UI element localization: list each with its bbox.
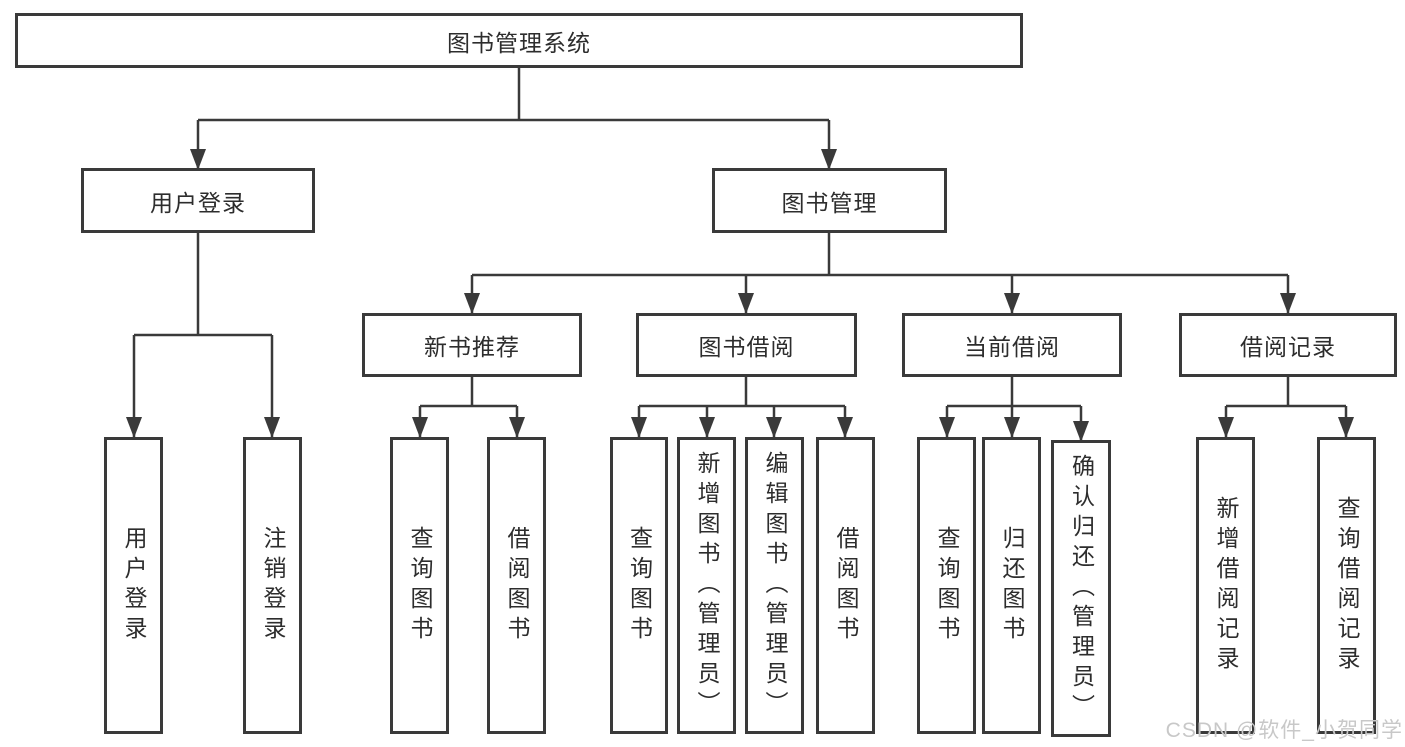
arrowhead-icon <box>1218 417 1234 438</box>
node-leaf-return-book-label: 归还图书 <box>999 525 1025 646</box>
node-leaf-borrow-books-recommend: 借阅图书 <box>487 437 546 734</box>
node-book-borrow-label: 图书借阅 <box>698 334 795 360</box>
arrowhead-icon <box>766 417 782 438</box>
node-leaf-borrow-books-label: 借阅图书 <box>833 525 859 646</box>
node-leaf-user-login-label: 用户登录 <box>121 525 147 646</box>
node-leaf-add-borrow-record: 新增借阅记录 <box>1196 437 1255 734</box>
node-leaf-query-borrow-record-label: 查询借阅记录 <box>1334 495 1360 676</box>
node-leaf-logout-label: 注销登录 <box>260 525 286 646</box>
node-leaf-query-books-recommend: 查询图书 <box>390 437 449 734</box>
node-leaf-add-book-admin: 新增图书（管理员） <box>677 437 736 734</box>
node-leaf-borrow-books-recommend-label: 借阅图书 <box>504 525 530 646</box>
node-current-borrow-label: 当前借阅 <box>964 334 1060 360</box>
node-leaf-query-books-recommend-label: 查询图书 <box>407 525 433 646</box>
node-leaf-add-borrow-record-label: 新增借阅记录 <box>1213 495 1239 676</box>
node-root-label: 图书管理系统 <box>447 29 591 56</box>
node-borrow-records-label: 借阅记录 <box>1240 334 1336 360</box>
node-root: 图书管理系统 <box>15 13 1023 68</box>
node-new-book-recommend-label: 新书推荐 <box>424 334 520 360</box>
arrowhead-icon <box>464 293 480 314</box>
arrowhead-icon <box>738 293 754 314</box>
arrowhead-icon <box>1004 293 1020 314</box>
node-leaf-add-book-admin-label: 新增图书（管理员） <box>694 450 720 721</box>
arrowhead-icon <box>412 417 428 438</box>
arrowhead-icon <box>1280 293 1296 314</box>
node-new-book-recommend: 新书推荐 <box>362 313 582 377</box>
node-leaf-query-books-borrow-label: 查询图书 <box>626 525 653 646</box>
node-current-borrow: 当前借阅 <box>902 313 1122 377</box>
node-leaf-confirm-return-admin: 确认归还（管理员） <box>1051 440 1111 737</box>
node-leaf-query-books-current-label: 查询图书 <box>934 525 960 646</box>
node-book-management: 图书管理 <box>712 168 947 233</box>
node-leaf-edit-book-admin-label: 编辑图书（管理员） <box>762 450 788 721</box>
arrowhead-icon <box>631 417 647 438</box>
arrowhead-icon <box>126 417 142 438</box>
node-leaf-logout: 注销登录 <box>243 437 302 734</box>
arrowhead-icon <box>939 417 955 438</box>
node-book-borrow: 图书借阅 <box>636 313 857 377</box>
node-leaf-query-books-current: 查询图书 <box>917 437 976 734</box>
arrowhead-icon <box>699 417 715 438</box>
watermark: CSDN @软件_小贺同学 <box>1165 719 1403 742</box>
node-leaf-user-login: 用户登录 <box>104 437 163 734</box>
arrowhead-icon <box>190 149 206 170</box>
node-leaf-edit-book-admin: 编辑图书（管理员） <box>745 437 804 734</box>
node-leaf-query-borrow-record: 查询借阅记录 <box>1317 437 1376 734</box>
arrowhead-icon <box>509 417 525 438</box>
node-borrow-records: 借阅记录 <box>1179 313 1397 377</box>
arrowhead-icon <box>837 417 853 438</box>
node-user-login: 用户登录 <box>81 168 315 233</box>
node-leaf-borrow-books: 借阅图书 <box>816 437 875 734</box>
arrowhead-icon <box>1073 421 1089 442</box>
arrowhead-icon <box>821 149 837 170</box>
node-user-login-label: 用户登录 <box>150 189 246 216</box>
arrowhead-icon <box>1004 417 1020 438</box>
node-leaf-query-books-borrow: 查询图书 <box>610 437 668 734</box>
node-leaf-return-book: 归还图书 <box>982 437 1041 734</box>
node-book-management-label: 图书管理 <box>781 189 878 216</box>
arrowhead-icon <box>1338 417 1354 438</box>
arrowhead-icon <box>264 417 280 438</box>
node-leaf-confirm-return-admin-label: 确认归还（管理员） <box>1068 453 1095 724</box>
connector-path <box>132 67 1348 441</box>
arrowheads <box>126 149 1354 442</box>
